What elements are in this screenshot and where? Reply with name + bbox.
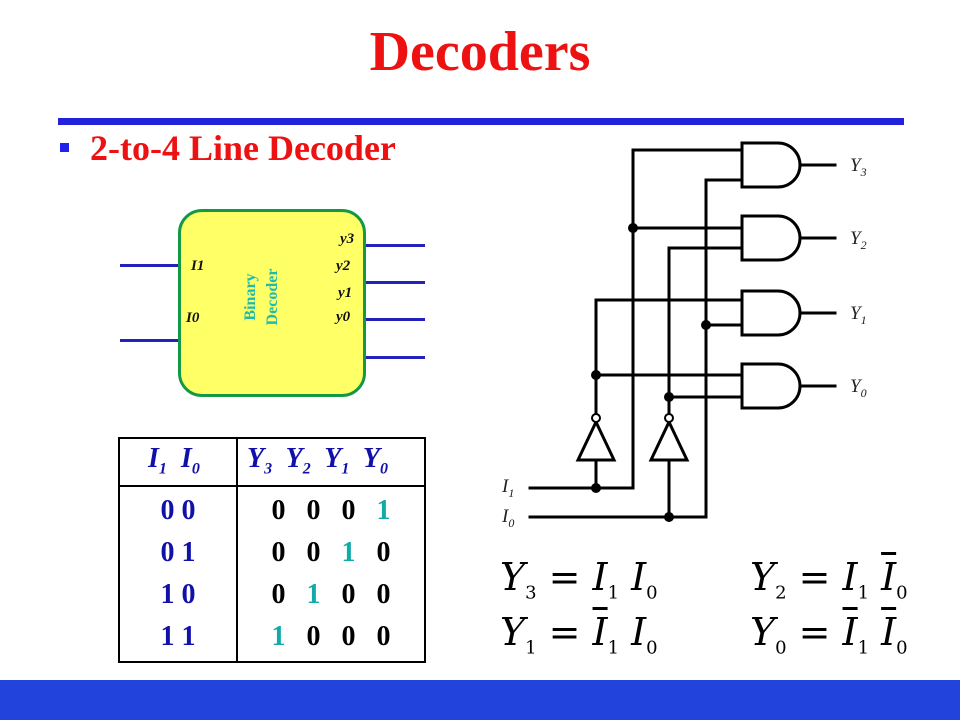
junction-dot	[628, 223, 638, 233]
inverter-i1-icon	[575, 418, 617, 462]
slide-title: Decoders	[369, 21, 591, 83]
block-output-label: y3	[340, 231, 355, 247]
table-output-bit: 0	[376, 579, 391, 610]
junction-dot	[591, 370, 601, 380]
binary-decoder-block	[178, 209, 366, 397]
block-input-i1-line	[120, 264, 180, 267]
table-header-inputs: I1 I0	[148, 443, 200, 478]
and-gate-y2	[740, 214, 802, 262]
circuit-output-label: Y2	[850, 228, 867, 252]
equation: Y2 = I1 I0	[750, 555, 908, 604]
and-gate-y0	[740, 362, 802, 410]
inverter-i0-bubble	[664, 413, 674, 423]
table-output-bit: 0	[271, 579, 286, 610]
block-output-label: y1	[338, 285, 353, 301]
inverter-i1-bubble	[591, 413, 601, 423]
equation: Y3 = I1 I0	[500, 555, 658, 604]
block-output-y1-line	[365, 318, 425, 321]
circuit-input-label: I0	[501, 506, 514, 530]
table-output-bit: 0	[341, 579, 356, 610]
junction-dot	[591, 483, 601, 493]
junction-dot	[664, 512, 674, 522]
table-output-bit: 0	[271, 537, 286, 568]
table-divider-vertical	[236, 439, 238, 661]
block-output-label: y0	[336, 309, 351, 325]
section-heading: 2-to-4 Line Decoder	[90, 128, 396, 168]
block-input-label: I1	[191, 258, 205, 274]
and-gate-y3	[740, 141, 802, 189]
table-output-bit: 0	[306, 495, 321, 526]
block-output-y2-line	[365, 281, 425, 284]
circuit-output-label: Y3	[850, 155, 867, 179]
table-output-bit: 0	[271, 495, 286, 526]
block-output-label: y2	[336, 258, 351, 274]
table-header-outputs: Y3 Y2 Y1 Y0	[247, 443, 388, 478]
table-input-cell: 1 0	[160, 579, 196, 610]
table-output-bit: 0	[306, 537, 321, 568]
circuit-output-label: Y1	[850, 303, 867, 327]
table-divider-horizontal	[120, 485, 424, 487]
junction-dot	[701, 320, 711, 330]
inverter-i0-icon	[648, 418, 690, 462]
table-output-bit: 0	[376, 537, 391, 568]
table-input-cell: 1 1	[160, 621, 196, 652]
table-output-bit: 1	[271, 621, 286, 652]
table-output-cell: 0 1 0 0	[238, 579, 424, 611]
table-output-bit: 0	[341, 621, 356, 652]
equation: Y1 = I1 I0	[500, 610, 658, 659]
table-output-bit: 0	[306, 621, 321, 652]
table-output-cell: 0 0 1 0	[238, 537, 424, 569]
bullet-icon	[60, 143, 69, 152]
table-output-bit: 1	[376, 495, 391, 526]
footer-bar	[0, 680, 960, 720]
decoder-circuit: Y3 Y2 Y1 Y0 I1 I0	[501, 141, 867, 530]
block-output-y3-line	[365, 244, 425, 247]
table-input-cell: 0 0	[160, 495, 196, 526]
circuit-input-label: I1	[501, 476, 514, 500]
junction-dot	[664, 392, 674, 402]
table-output-cell: 1 0 0 0	[238, 621, 424, 653]
table-output-bit: 0	[341, 495, 356, 526]
table-output-bit: 1	[306, 579, 321, 610]
title-divider	[58, 118, 904, 125]
table-input-cell: 0 1	[160, 537, 196, 568]
block-input-i0-line	[120, 339, 180, 342]
table-output-bit: 0	[376, 621, 391, 652]
circuit-output-label: Y0	[850, 376, 867, 400]
and-gate-y1	[740, 289, 802, 337]
block-output-y0-line	[365, 356, 425, 359]
equation: Y0 = I1 I0	[750, 610, 908, 659]
block-input-label: I0	[186, 310, 200, 326]
table-output-cell: 0 0 0 1	[238, 495, 424, 527]
table-output-bit: 1	[341, 537, 356, 568]
